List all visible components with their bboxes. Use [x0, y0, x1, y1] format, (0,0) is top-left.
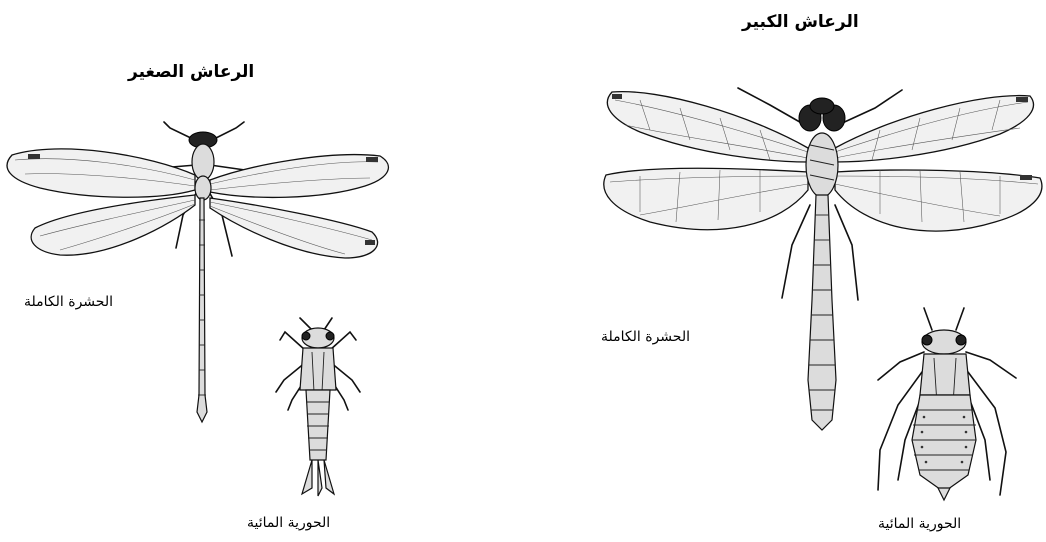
- dragonfly-nymph-illustration: [0, 0, 1046, 542]
